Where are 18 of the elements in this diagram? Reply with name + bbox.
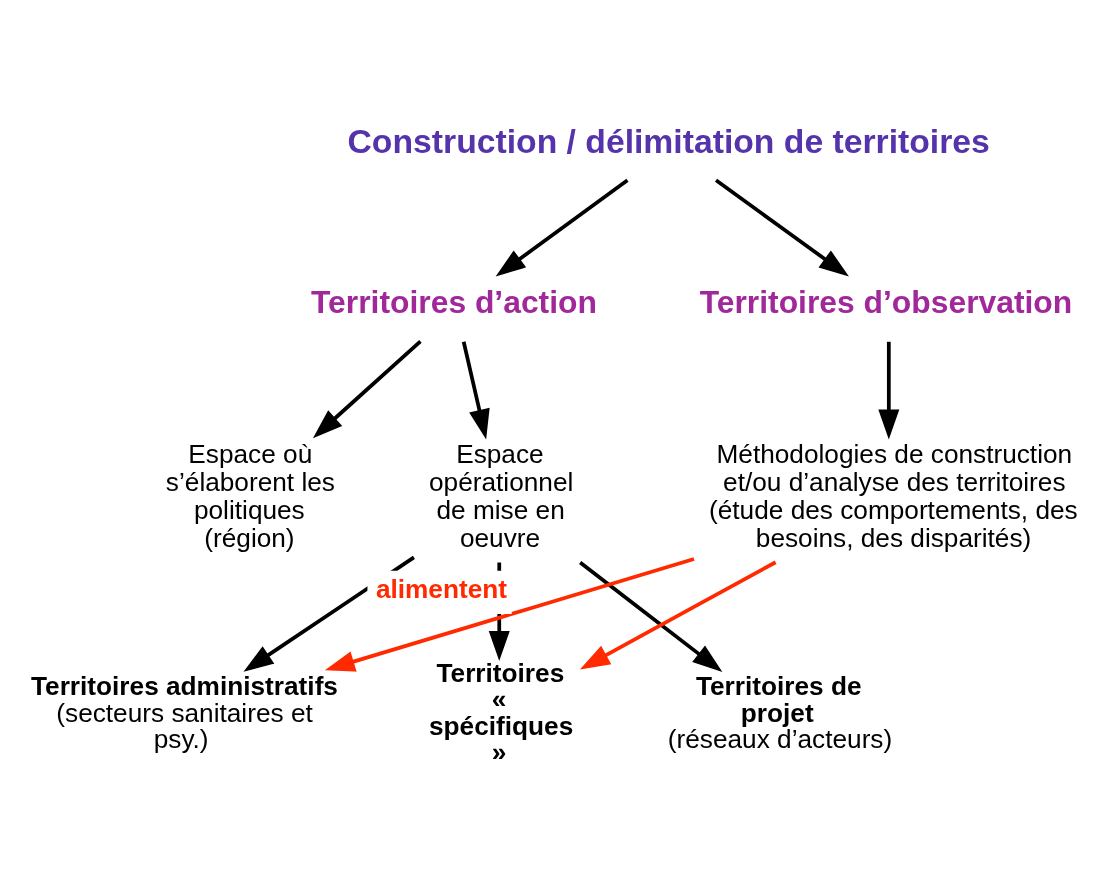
node-text: Méthodologies de construction et/ou d’analyse des territoires (étude des comportements, des besoins, des disparités) — [709, 439, 1078, 554]
node-text: Territoires d’observation — [699, 284, 1073, 321]
arrow — [461, 341, 490, 440]
node-text: Espace opérationnel de mise en oeuvre — [429, 439, 574, 554]
arrow — [312, 339, 422, 439]
arrow — [495, 178, 629, 277]
node-text: Territoires de projet (réseaux d’acteurs) — [667, 671, 893, 754]
arrow — [579, 561, 723, 673]
node-text: Territoires administratifs (secteurs sanitaires et psy.) — [31, 671, 338, 754]
node-text: Construction / délimitation de territoires — [347, 121, 990, 160]
edge-label: alimentent — [375, 574, 507, 605]
arrow — [878, 341, 900, 440]
arrow — [324, 557, 695, 672]
node-text: Espace où s’élaborent les politiques (région) — [165, 439, 335, 554]
node-text: Territoires « spécifiques » — [429, 658, 574, 767]
arrow — [714, 178, 849, 277]
node-text: Territoires d’action — [311, 284, 597, 321]
arrow — [579, 560, 777, 670]
